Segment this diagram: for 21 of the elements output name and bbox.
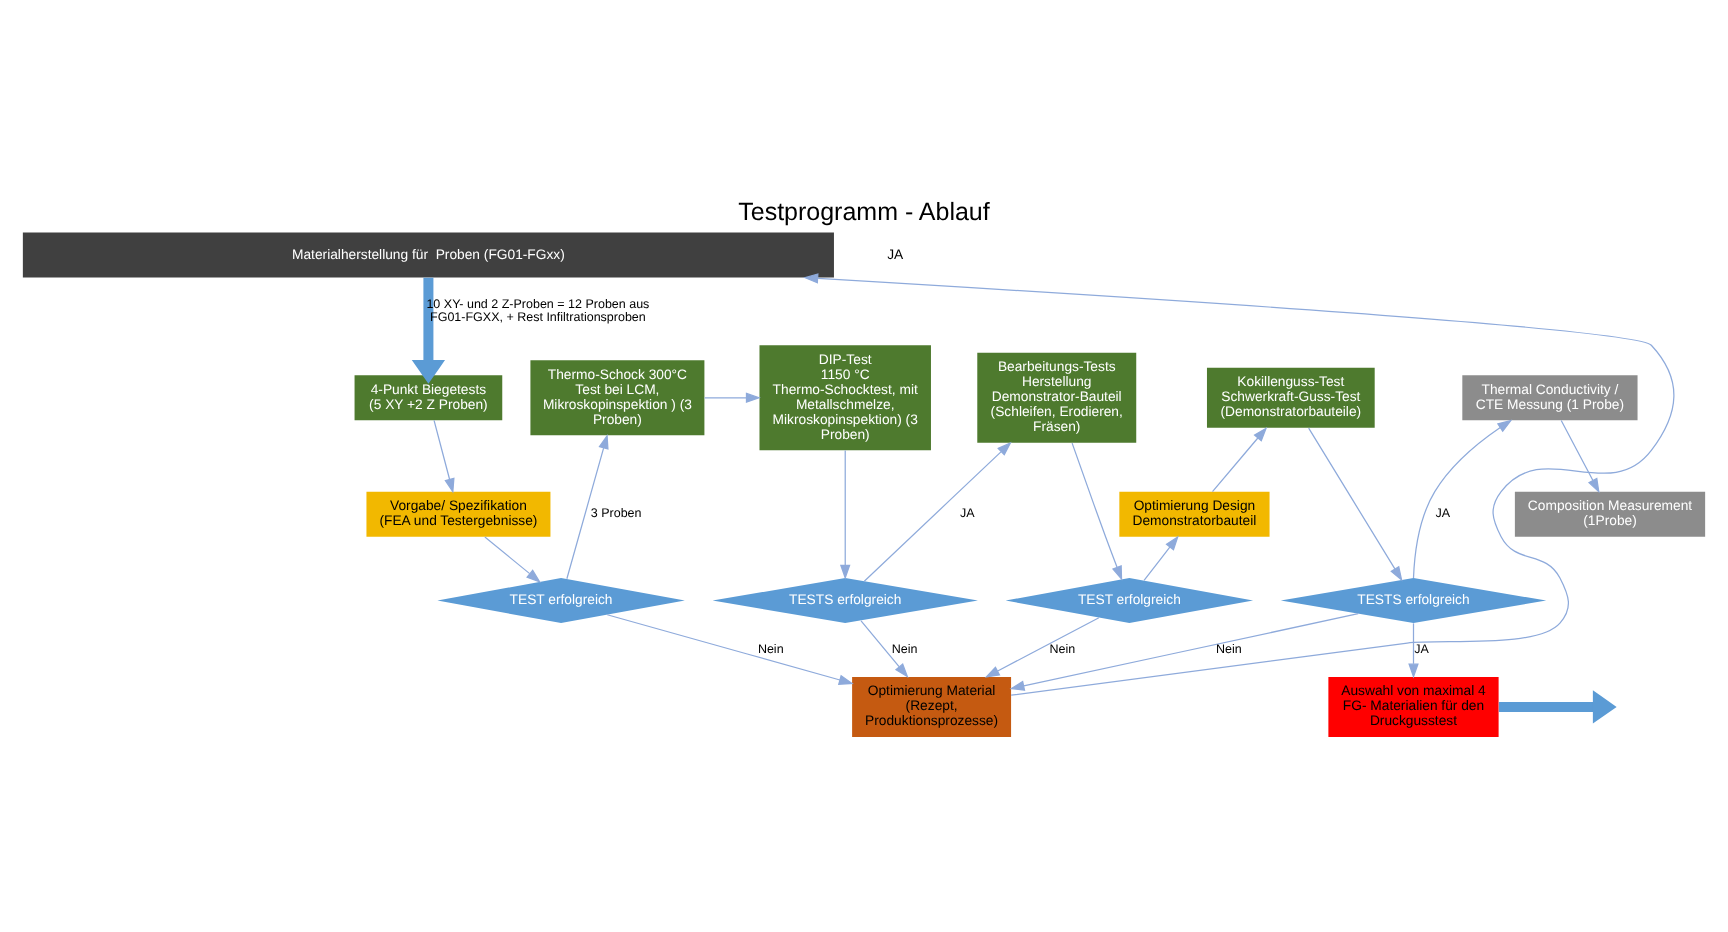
arrow [1308,427,1403,582]
arrow [839,449,851,580]
arrow [1009,613,1359,691]
arrow [863,441,1012,582]
arrow [1143,535,1179,581]
arrow [803,273,1675,696]
arrow [1408,622,1419,679]
arrow [860,620,909,678]
arrow [704,392,761,404]
arrow [566,433,609,580]
arrow [1560,419,1600,494]
arrow [1498,690,1617,724]
diagram-title: Testprogramm - Ablauf [738,198,990,227]
arrow [984,617,1100,678]
arrow [1211,426,1268,493]
arrow [433,419,455,494]
arrow [1412,419,1513,579]
arrow [411,277,446,384]
arrow [606,614,854,685]
arrow [484,536,542,583]
arrow [1071,442,1123,581]
